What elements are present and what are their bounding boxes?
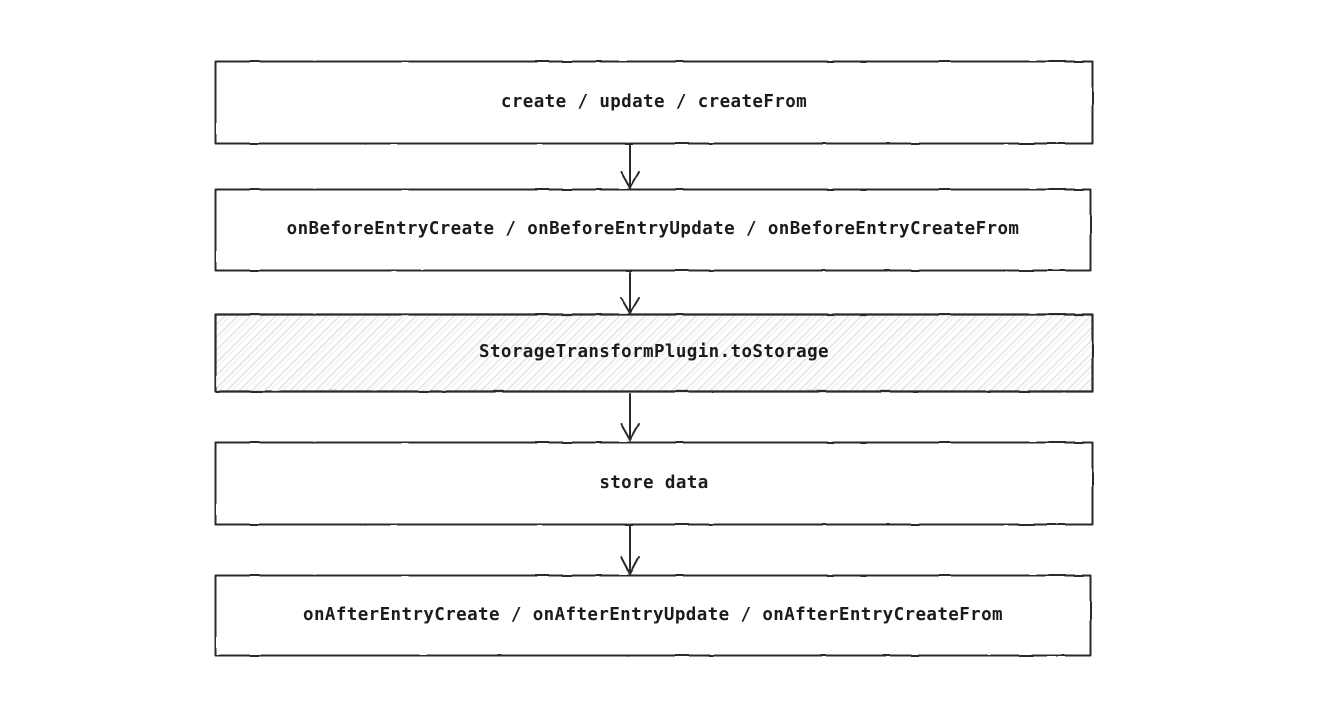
node-to-storage-label: StorageTransformPlugin.toStorage xyxy=(479,342,829,363)
node-to-storage: StorageTransformPlugin.toStorage xyxy=(214,313,1094,393)
down-arrow-icon xyxy=(620,272,640,315)
node-after-hooks: onAfterEntryCreate / onAfterEntryUpdate … xyxy=(214,574,1092,657)
edge-store-data-to-after-hooks xyxy=(606,524,654,577)
node-store-data-shape xyxy=(214,441,1094,526)
node-to-storage-shape xyxy=(214,313,1094,393)
edge-create-to-before-hooks xyxy=(606,143,654,191)
node-after-hooks-shape xyxy=(214,574,1092,657)
node-create: create / update / createFrom xyxy=(214,60,1094,145)
node-store-data: store data xyxy=(214,441,1094,526)
edge-before-hooks-to-to-storage xyxy=(606,272,654,315)
node-before-hooks-label: onBeforeEntryCreate / onBeforeEntryUpdat… xyxy=(286,219,1020,240)
down-arrow-icon xyxy=(620,524,640,577)
hatch-fill xyxy=(216,315,1092,391)
node-after-hooks-label: onAfterEntryCreate / onAfterEntryUpdate … xyxy=(303,604,1003,625)
node-create-shape xyxy=(214,60,1094,145)
node-create-label: create / update / createFrom xyxy=(500,91,808,112)
edge-to-storage-to-store-data xyxy=(606,393,654,443)
down-arrow-icon xyxy=(620,393,640,443)
node-before-hooks-shape xyxy=(214,188,1092,272)
node-store-data-label: store data xyxy=(599,472,709,493)
down-arrow-icon xyxy=(620,143,640,191)
node-before-hooks: onBeforeEntryCreate / onBeforeEntryUpdat… xyxy=(214,188,1092,272)
